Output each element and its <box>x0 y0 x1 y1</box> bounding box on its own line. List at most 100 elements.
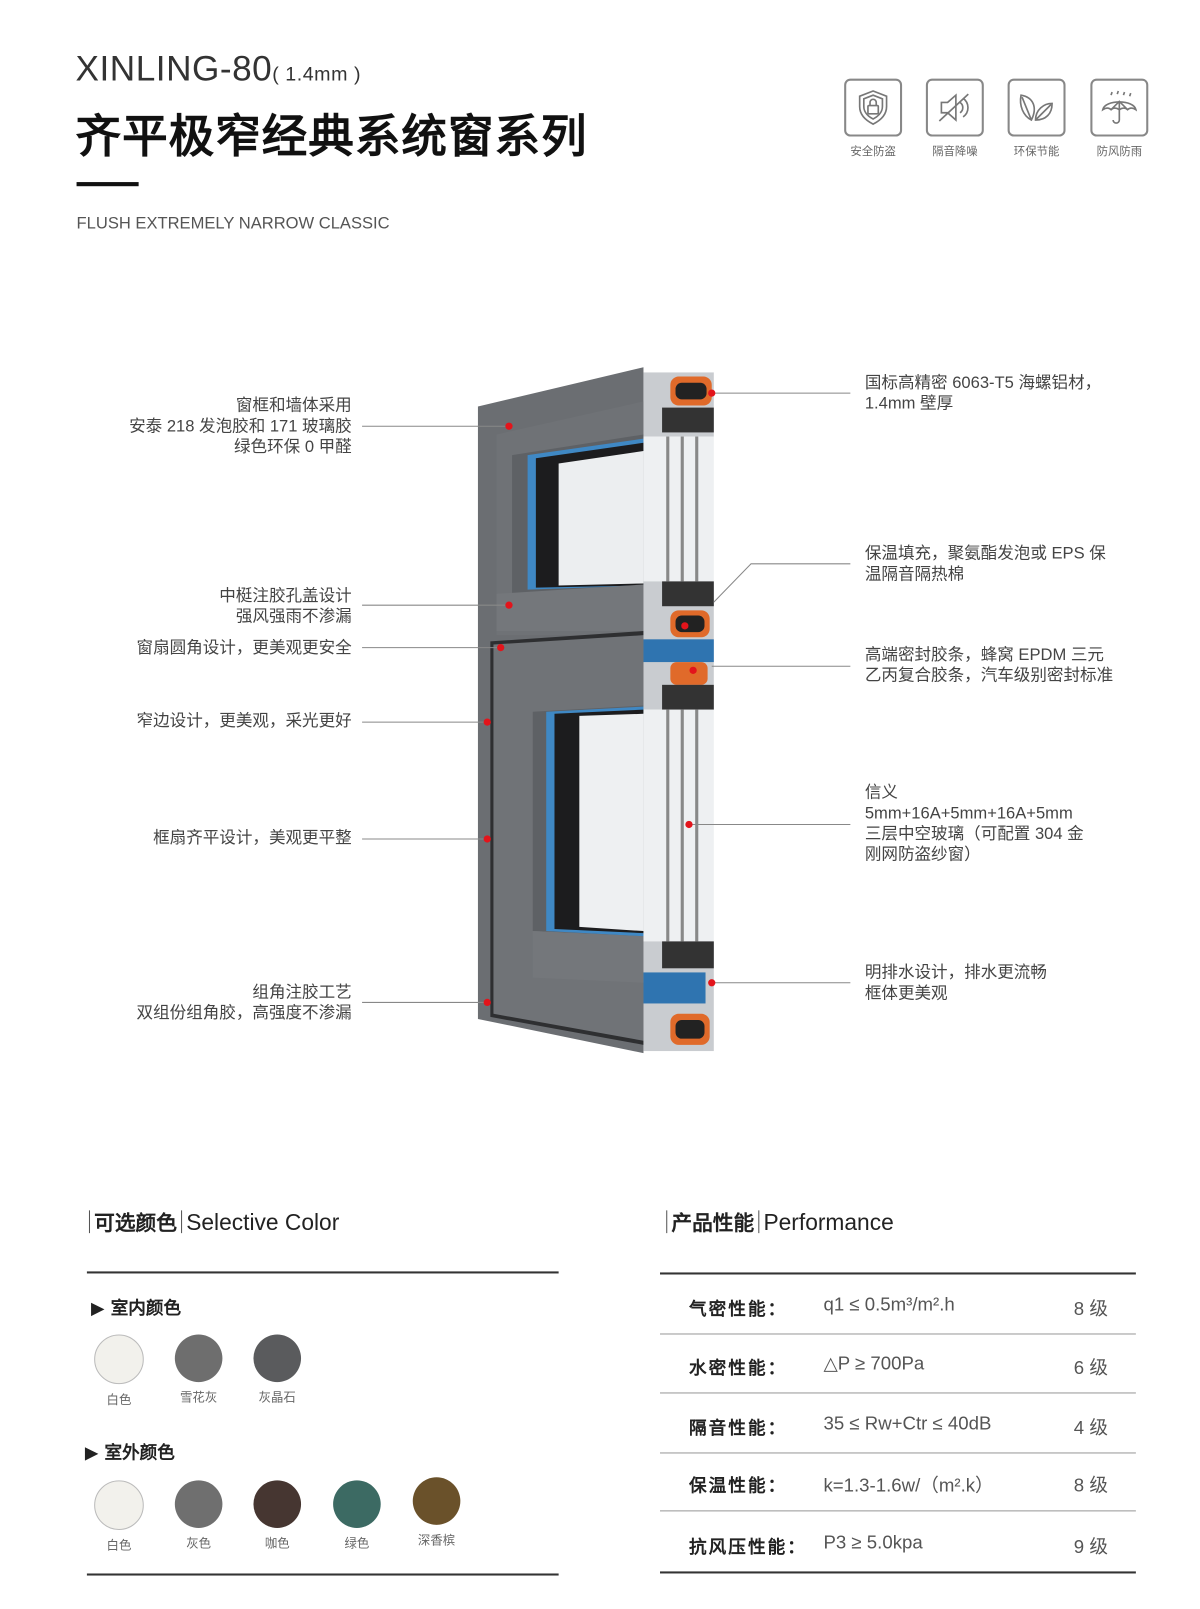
model-name: XINLING-80( 1.4mm ) <box>76 50 361 90</box>
leader-lines <box>362 392 851 1003</box>
performance-row-sound-insulation: 隔音性能： 35 ≤ Rw+Ctr ≤ 40dB 4 级 <box>660 1395 1136 1454</box>
text: 三层中空玻璃（可配置 304 金 <box>864 825 1084 844</box>
model-thickness: ( 1.4mm ) <box>272 64 362 86</box>
annotation-insulation: 保温填充，聚氨酯发泡或 EPS 保温隔音隔热棉 <box>865 544 1106 585</box>
text: 气密性能： <box>688 1299 788 1321</box>
text: △P ≥ 700Pa <box>823 1353 925 1374</box>
text: 温隔音隔热棉 <box>864 565 965 584</box>
leaf-icon <box>1007 78 1066 137</box>
text: 框扇齐平设计，美观更平整 <box>153 829 352 848</box>
text: 隔音性能： <box>688 1418 788 1439</box>
text: 组角注胶工艺 <box>252 983 352 1002</box>
text: 4 级 <box>1073 1417 1108 1438</box>
text: 抗风压性能： <box>688 1537 807 1558</box>
page-title: 齐平极窄经典系统窗系列 <box>75 110 588 164</box>
annotation-aluminum: 国标高精密 6063-T5 海螺铝材， 1.4mm 壁厚 <box>865 373 1101 414</box>
colors-divider <box>86 1271 559 1274</box>
swatch-outdoor-coffee[interactable]: 咖色 <box>248 1480 306 1551</box>
text: 双组份组角胶，高强度不渗漏 <box>136 1004 352 1023</box>
swatch-outdoor-green[interactable]: 绿色 <box>328 1480 386 1551</box>
text: 框体更美观 <box>864 984 948 1003</box>
performance-row-watertightness: 水密性能： △P ≥ 700Pa 6 级 <box>660 1335 1136 1394</box>
text: P3 ≥ 5.0kpa <box>823 1532 923 1553</box>
performance-row-wind-pressure: 抗风压性能： P3 ≥ 5.0kpa 9 级 <box>660 1513 1136 1574</box>
text: 窄边设计，更美观，采光更好 <box>136 712 352 731</box>
performance-section-heading: 产品性能 Performance <box>662 1206 894 1236</box>
text: 咖色 <box>264 1536 290 1551</box>
text: 雪花灰 <box>179 1390 218 1405</box>
text: 保温填充，聚氨酯发泡或 EPS 保 <box>864 545 1106 563</box>
text: 灰晶石 <box>258 1390 296 1405</box>
text: 安泰 218 发泡胶和 171 玻璃胶 <box>129 417 352 436</box>
annotation-frame-sealant: 窗框和墙体采用安泰 218 发泡胶和 171 玻璃胶绿色环保 0 甲醛 <box>129 396 352 458</box>
annotation-corner-glue: 组角注胶工艺双组份组角胶，高强度不渗漏 <box>137 983 352 1024</box>
text: 深香槟 <box>417 1533 456 1548</box>
swatch-indoor-snow-gray[interactable]: 雪花灰 <box>170 1334 228 1406</box>
annotation-drainage: 明排水设计，排水更流畅框体更美观 <box>865 963 1047 1004</box>
text: 白色 <box>106 1538 132 1553</box>
feature-eco: 环保节能 <box>1007 78 1066 160</box>
text: 室外颜色 <box>104 1443 175 1464</box>
text: 可选颜色 <box>94 1210 177 1236</box>
text: 国标高精密 6063-T5 海螺铝材， <box>864 374 1102 393</box>
annotation-flush-design: 框扇齐平设计，美观更平整 <box>153 829 352 850</box>
swatch-outdoor-gray[interactable]: 灰色 <box>170 1480 228 1551</box>
mute-icon <box>925 78 984 137</box>
swatch-outdoor-white[interactable]: 白色 <box>90 1480 148 1553</box>
window-cross-section-illustration <box>362 367 851 1054</box>
text: 9 级 <box>1073 1536 1108 1557</box>
text: 高端密封胶条，蜂窝 EPDM 三元 <box>864 646 1104 665</box>
upper-glass <box>558 451 644 586</box>
transom <box>496 584 644 632</box>
colors-section-heading: 可选颜色 Selective Color <box>85 1206 339 1236</box>
text: 8 级 <box>1073 1475 1108 1496</box>
feature-label: 环保节能 <box>1013 145 1060 159</box>
feature-security: 安全防盗 <box>844 78 903 160</box>
text: 明排水设计，排水更流畅 <box>864 964 1047 982</box>
annotation-mullion: 中梃注胶孔盖设计强风强雨不渗漏 <box>219 587 351 628</box>
text: 窗扇圆角设计，更美观更安全 <box>136 639 352 657</box>
colors-bottom-divider <box>86 1573 559 1576</box>
text: 绿色环保 0 甲醛 <box>234 438 352 457</box>
text: 产品性能 <box>671 1210 755 1236</box>
lower-glass <box>579 713 644 932</box>
text: 水密性能： <box>688 1358 788 1379</box>
text: 灰色 <box>186 1536 212 1551</box>
text: 强风强雨不渗漏 <box>235 608 352 626</box>
text: 中梃注胶孔盖设计 <box>219 587 352 606</box>
text: 35 ≤ Rw+Ctr ≤ 40dB <box>823 1413 992 1434</box>
performance-row-airtightness: 气密性能： q1 ≤ 0.5m³/m².h 8 级 <box>660 1276 1136 1335</box>
text: q1 ≤ 0.5m³/m².h <box>823 1294 955 1315</box>
feature-weatherproof: 防风防雨 <box>1090 78 1149 160</box>
title-divider <box>76 182 139 187</box>
text: 白色 <box>106 1392 132 1407</box>
text: 保温性能： <box>688 1476 788 1497</box>
text: 绿色 <box>344 1536 370 1551</box>
text: 5mm+16A+5mm+16A+5mm <box>864 804 1073 823</box>
callout-dots <box>483 389 716 1007</box>
text: Performance <box>763 1209 894 1236</box>
feature-label: 防风防雨 <box>1096 145 1143 159</box>
text: 8 级 <box>1073 1298 1108 1319</box>
shield-lock-icon <box>844 78 903 137</box>
feature-label: 隔音降噪 <box>932 145 978 159</box>
text: 窗框和墙体采用 <box>235 397 352 415</box>
lower-glass-panes <box>643 709 714 942</box>
text: Selective Color <box>186 1209 340 1236</box>
annotation-rounded-sash: 窗扇圆角设计，更美观更安全 <box>137 638 352 659</box>
text: 刚网防盗纱窗） <box>864 846 981 864</box>
text: 乙丙复合胶条，汽车级别密封标准 <box>864 667 1114 685</box>
text: 6 级 <box>1073 1357 1108 1378</box>
indoor-colors-label: ▶ 室内颜色 <box>91 1298 182 1319</box>
swatch-indoor-gray-crystal[interactable]: 灰晶石 <box>248 1334 306 1406</box>
text: 室内颜色 <box>110 1298 182 1319</box>
umbrella-icon <box>1090 78 1149 137</box>
text: 1.4mm 壁厚 <box>864 395 954 413</box>
performance-divider <box>660 1272 1136 1275</box>
swatch-indoor-white[interactable]: 白色 <box>90 1334 148 1408</box>
page-subtitle: FLUSH EXTREMELY NARROW CLASSIC <box>76 215 390 233</box>
swatch-outdoor-champagne[interactable]: 深香槟 <box>408 1477 466 1548</box>
feature-label: 安全防盗 <box>850 145 896 159</box>
